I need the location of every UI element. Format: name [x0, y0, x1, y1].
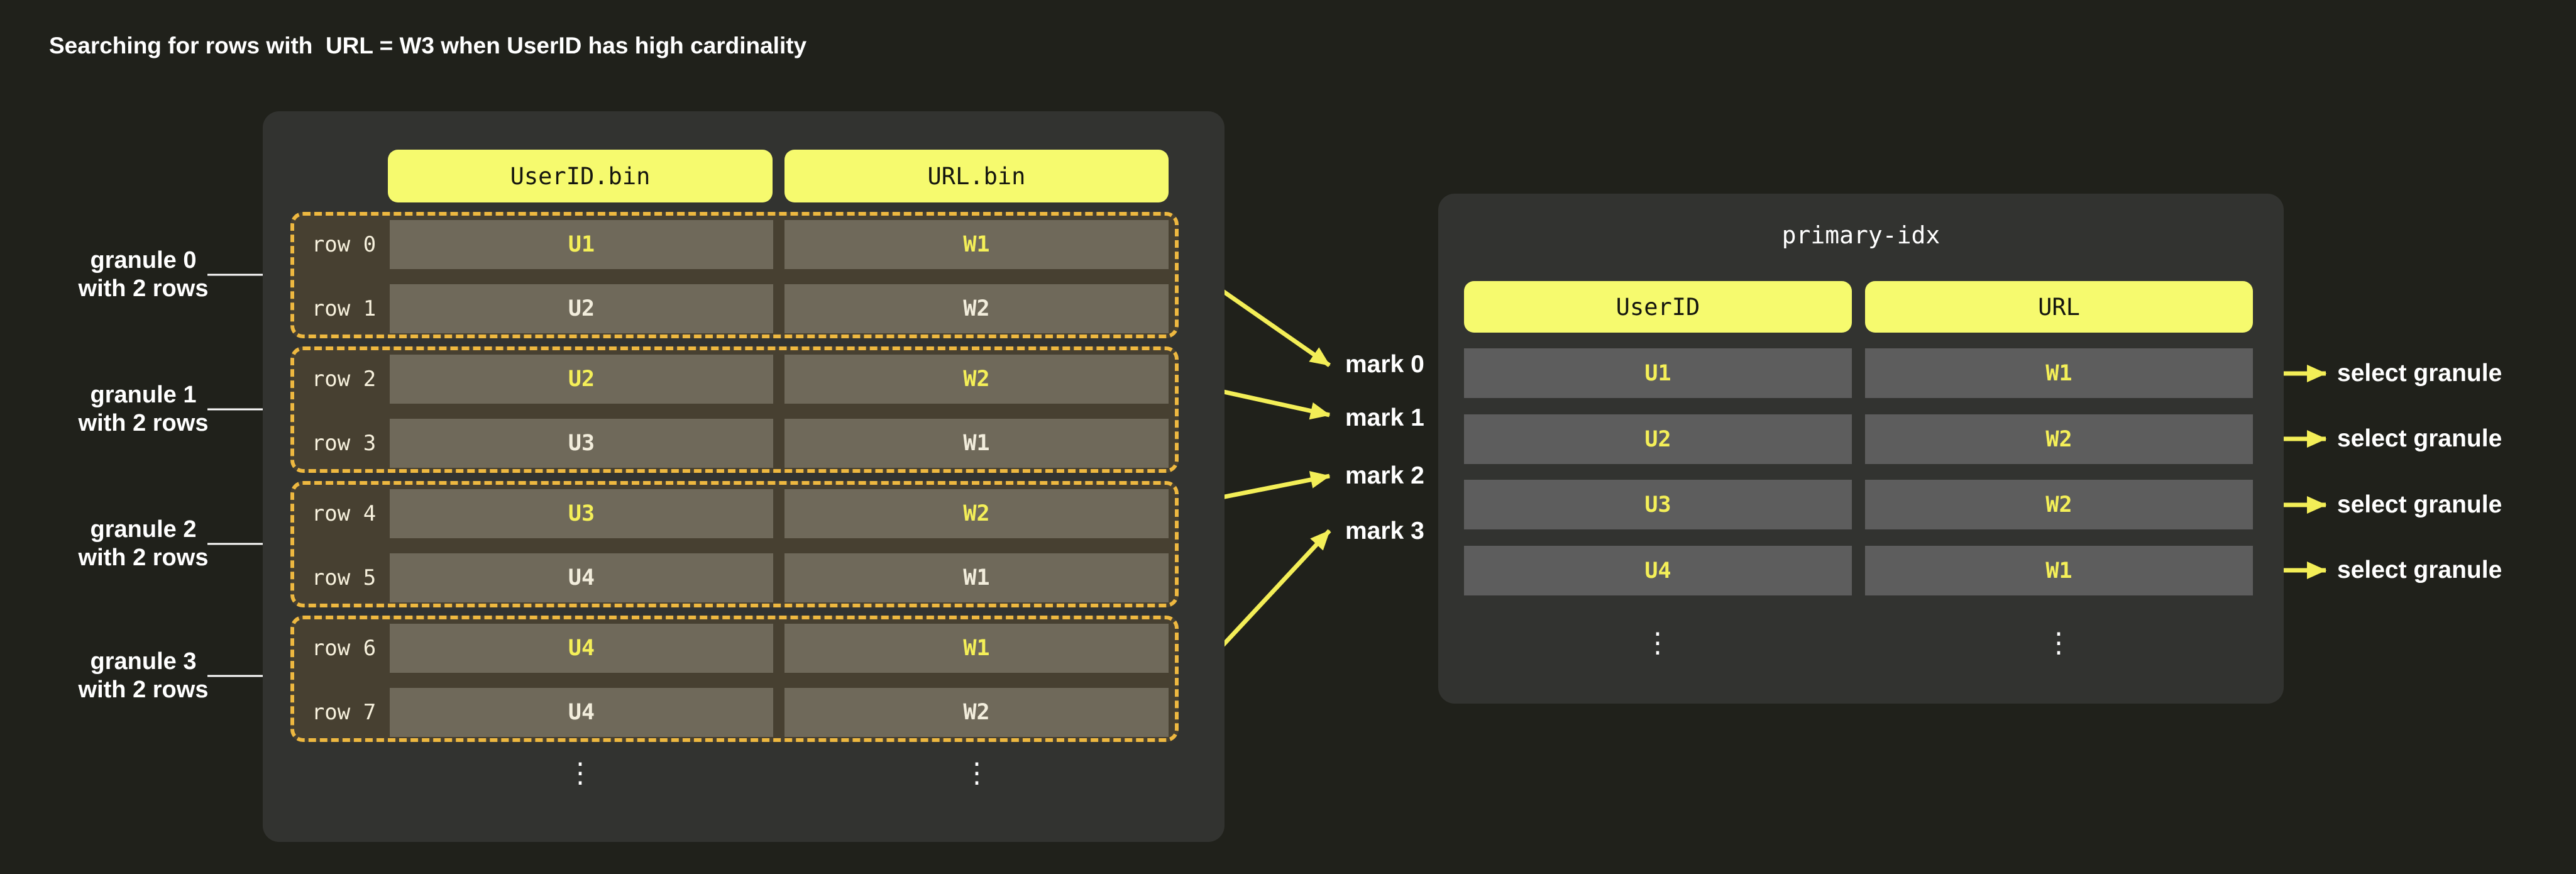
row-label: row 4 — [311, 501, 377, 526]
userid-cell: U3 — [390, 489, 773, 538]
page-title: Searching for rows with URL = W3 when Us… — [49, 33, 807, 58]
primary-idx-panel: primary-idx UserID URL U1 W1 U2 W2 U3 W2… — [1438, 194, 2284, 704]
userid-header: UserID — [1464, 281, 1852, 333]
granule-box-3: row 6 U4 W1 row 7 U4 W2 — [290, 616, 1179, 742]
userid-cell: U2 — [390, 355, 773, 404]
mark-0-label: mark 0 — [1345, 351, 1424, 378]
granule-box-1: row 2 U2 W2 row 3 U3 W1 — [290, 346, 1179, 473]
granule-label-line: with 2 rows — [78, 677, 209, 703]
userid-cell: U4 — [390, 688, 773, 737]
url-cell: W2 — [784, 688, 1169, 737]
userid-cell: U2 — [390, 284, 773, 333]
url-cell: W1 — [784, 419, 1169, 468]
row-label: row 3 — [311, 431, 377, 456]
url-header: URL — [1865, 281, 2253, 333]
url-cell: W2 — [784, 355, 1169, 404]
userid-column-ellipsis: ⋮ — [566, 757, 594, 789]
granule-label-line: with 2 rows — [78, 275, 209, 302]
mark-3-label: mark 3 — [1345, 517, 1424, 545]
granule-2-label: granule 2 with 2 rows — [50, 516, 236, 572]
mark-1-label: mark 1 — [1345, 404, 1424, 431]
userid-cell: U3 — [390, 419, 773, 468]
row-label: row 0 — [311, 232, 377, 257]
select-granule-label-2: select granule — [2337, 491, 2502, 518]
index-url-cell: W1 — [1865, 348, 2253, 398]
url-cell: W1 — [784, 624, 1169, 673]
row-label: row 1 — [311, 296, 377, 321]
row-label: row 7 — [311, 700, 377, 725]
granule-label-line: with 2 rows — [78, 545, 209, 571]
url-cell: W1 — [784, 220, 1169, 269]
index-userid-cell: U2 — [1464, 414, 1852, 464]
index-userid-cell: U3 — [1464, 480, 1852, 529]
granule-0-label: granule 0 with 2 rows — [50, 246, 236, 303]
url-cell: W2 — [784, 489, 1169, 538]
userid-bin-header: UserID.bin — [388, 150, 773, 202]
userid-cell: U1 — [390, 220, 773, 269]
url-column-ellipsis: ⋮ — [963, 757, 991, 789]
granule-label-line: granule 3 — [90, 648, 197, 675]
granule-1-label: granule 1 with 2 rows — [50, 381, 236, 438]
index-userid-cell: U1 — [1464, 348, 1852, 398]
index-url-cell: W1 — [1865, 546, 2253, 595]
row-label: row 5 — [311, 565, 377, 590]
granule-label-line: granule 1 — [90, 382, 197, 408]
granule-label-line: with 2 rows — [78, 410, 209, 436]
row-label: row 6 — [311, 636, 377, 661]
url-cell: W2 — [784, 284, 1169, 333]
row-label: row 2 — [311, 367, 377, 392]
select-granule-label-3: select granule — [2337, 556, 2502, 584]
granule-box-0: row 0 U1 W1 row 1 U2 W2 — [290, 212, 1179, 338]
index-userid-ellipsis: ⋮ — [1644, 627, 1671, 659]
granule-box-2: row 4 U3 W2 row 5 U4 W1 — [290, 481, 1179, 607]
url-cell: W1 — [784, 553, 1169, 602]
userid-cell: U4 — [390, 624, 773, 673]
granule-3-label: granule 3 with 2 rows — [50, 648, 236, 704]
index-url-ellipsis: ⋮ — [2045, 627, 2072, 659]
url-bin-header: URL.bin — [784, 150, 1169, 202]
index-url-cell: W2 — [1865, 414, 2253, 464]
granule-label-line: granule 2 — [90, 516, 197, 543]
primary-idx-title: primary-idx — [1781, 221, 1940, 249]
userid-cell: U4 — [390, 553, 773, 602]
granule-label-line: granule 0 — [90, 247, 197, 274]
select-granule-label-0: select granule — [2337, 360, 2502, 387]
mark-2-label: mark 2 — [1345, 462, 1424, 489]
index-url-cell: W2 — [1865, 480, 2253, 529]
index-userid-cell: U4 — [1464, 546, 1852, 595]
select-granule-label-1: select granule — [2337, 425, 2502, 452]
